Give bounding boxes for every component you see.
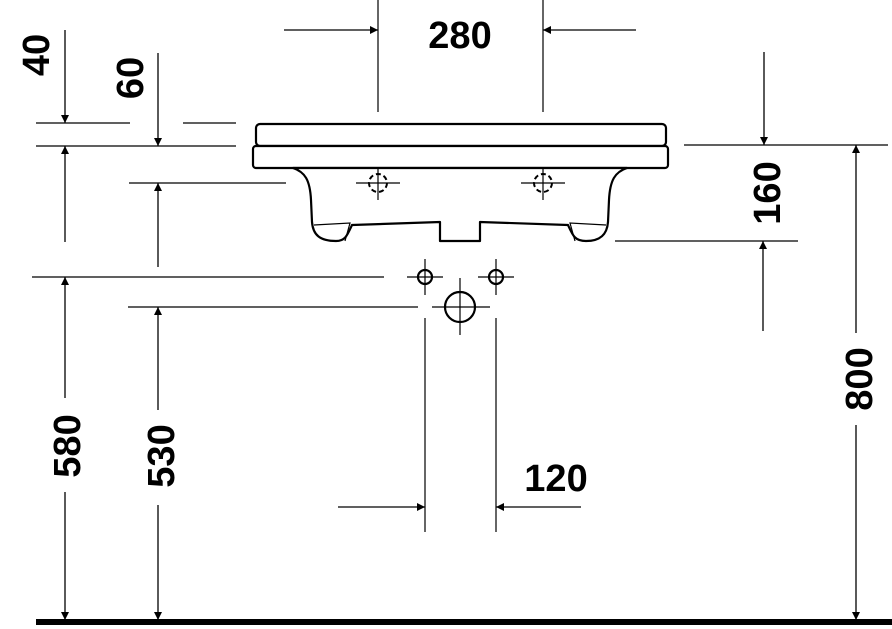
dim-160: 160 [747,52,789,331]
wall-connections [407,259,514,532]
basin-front-rim [251,144,670,170]
dim-120: 120 [338,458,588,511]
dim-label-800: 800 [839,347,881,410]
dim-label-60: 60 [110,57,152,99]
dim-label-580: 580 [47,414,89,477]
dim-800: 800 [839,145,881,620]
basin-foot-left [313,222,351,242]
dim-label-530: 530 [141,424,183,487]
dim-60: 60 [110,53,162,146]
basin-top-rim [254,122,668,148]
dim-label-120: 120 [524,458,587,500]
dim-label-280: 280 [428,15,491,57]
dim-40: 40 [16,30,69,123]
dim-580: 580 [47,146,89,620]
dim-label-40: 40 [16,34,58,76]
dim-label-160: 160 [747,161,789,224]
basin-bowl [291,166,629,243]
tap-hole-right [521,168,565,200]
washbasin [251,122,670,243]
dim-280: 280 [284,0,636,112]
basin-foot-right [569,222,607,242]
tap-hole-left [356,168,400,200]
dim-530: 530 [141,183,183,620]
